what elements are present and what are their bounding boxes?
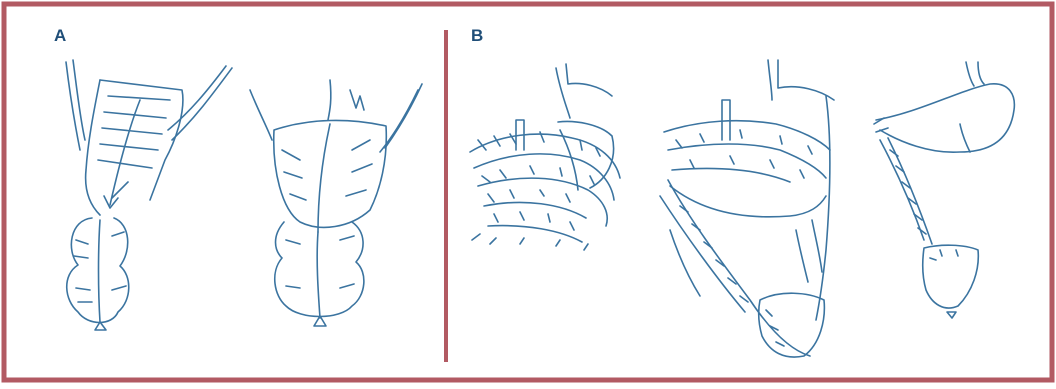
panel-b-drawing-2 — [660, 60, 834, 357]
panel-a-drawing-2 — [250, 80, 422, 326]
panel-b-drawing-3 — [874, 62, 1014, 318]
panel-b-drawing-1 — [470, 64, 620, 250]
frame-border — [4, 4, 1052, 380]
panel-a-drawing-1 — [66, 60, 232, 330]
panel-label-a: A — [54, 26, 66, 46]
panel-label-b: B — [471, 26, 483, 46]
